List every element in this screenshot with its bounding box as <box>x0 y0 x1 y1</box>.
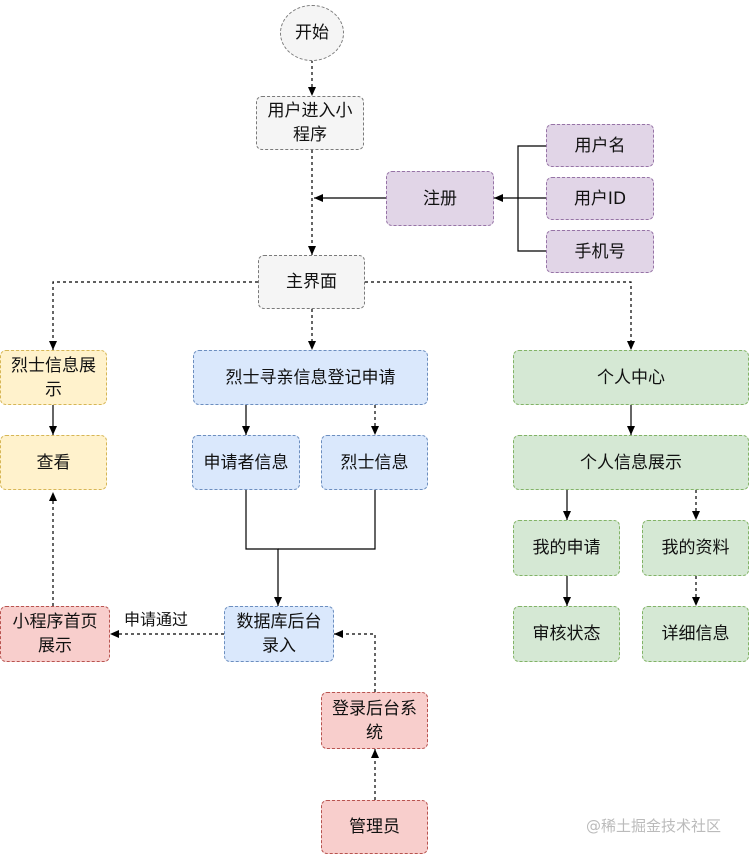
userid-node: 用户ID <box>546 177 654 220</box>
my-profile-node: 我的资料 <box>642 520 749 576</box>
audit-status-node: 审核状态 <box>513 606 620 662</box>
register-node: 注册 <box>386 171 494 226</box>
applicant-info-node: 申请者信息 <box>192 435 300 490</box>
enter-node: 用户进入小程序 <box>256 96 364 150</box>
username-node: 用户名 <box>546 124 654 167</box>
apply-node: 烈士寻亲信息登记申请 <box>193 350 428 405</box>
view-node: 查看 <box>0 435 107 490</box>
edge-martyr-info-db <box>278 490 376 550</box>
watermark: @稀土掘金技术社区 <box>586 817 722 835</box>
martyr-display-node: 烈士信息展示 <box>0 350 107 405</box>
martyr-info-node: 烈士信息 <box>321 435 428 490</box>
edge-login-db <box>334 630 376 692</box>
main-node: 主界面 <box>258 255 365 309</box>
edge-label-approved: 申请通过 <box>122 610 191 630</box>
homepage-display-node: 小程序首页展示 <box>0 606 110 662</box>
edge-applicant-db <box>245 490 282 606</box>
phone-node: 手机号 <box>546 230 654 273</box>
edge-main-personal <box>365 281 635 350</box>
edge-main-martyr-display <box>49 281 258 350</box>
login-backend-node: 登录后台系统 <box>321 692 428 749</box>
detail-info-node: 详细信息 <box>642 606 749 662</box>
personal-center-node: 个人中心 <box>513 350 749 405</box>
admin-node: 管理员 <box>321 800 428 854</box>
personal-display-node: 个人信息展示 <box>513 435 749 490</box>
my-apply-node: 我的申请 <box>513 520 620 576</box>
start-node: 开始 <box>280 5 344 61</box>
db-entry-node: 数据库后台录入 <box>224 606 334 662</box>
